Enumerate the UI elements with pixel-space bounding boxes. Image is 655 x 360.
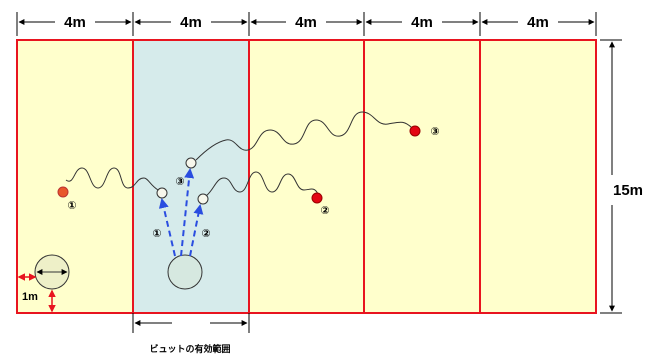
dashed-arrow-icon xyxy=(180,168,195,257)
marker-3-end: ③ xyxy=(430,125,439,138)
zone-dimension: ビュットの有効範囲 xyxy=(132,313,250,355)
ball-paths xyxy=(65,111,413,197)
zone-caption: ビュットの有効範囲 xyxy=(149,343,230,355)
wavy-path-icon xyxy=(65,167,159,191)
dim-label-3: 4m xyxy=(295,14,317,31)
dim-label-2: 4m xyxy=(180,14,202,31)
marker-3-throw: ③ xyxy=(175,175,184,188)
wavy-path-icon xyxy=(205,171,319,197)
court-border xyxy=(16,39,597,314)
court-area xyxy=(17,40,596,313)
ball-icon xyxy=(409,125,421,137)
marker-1-end: ① xyxy=(67,199,76,212)
dim-label-5: 4m xyxy=(527,14,549,31)
dim-label-4: 4m xyxy=(411,14,433,31)
ball-icon xyxy=(311,192,323,204)
throw-circle-icon xyxy=(167,254,203,290)
offset-label: 1m xyxy=(22,291,38,303)
wavy-path-icon xyxy=(195,111,413,161)
ball-icon xyxy=(197,193,209,205)
marker-1-throw: ① xyxy=(152,227,161,240)
dim-label-1: 4m xyxy=(64,14,86,31)
ball-icon xyxy=(57,186,69,198)
marker-2-throw: ② xyxy=(201,227,210,240)
marker-2-end: ② xyxy=(320,204,329,217)
ball-icon xyxy=(185,157,197,169)
throw-arrows xyxy=(158,168,204,257)
start-circle-group: 1m xyxy=(17,254,70,313)
ball-icon xyxy=(156,187,168,199)
top-dimension: 4m 4m 4m 4m 4m xyxy=(16,12,597,36)
height-label: 15m xyxy=(613,182,643,199)
right-dimension: 15m xyxy=(600,39,643,314)
dashed-arrow-icon xyxy=(189,204,204,257)
